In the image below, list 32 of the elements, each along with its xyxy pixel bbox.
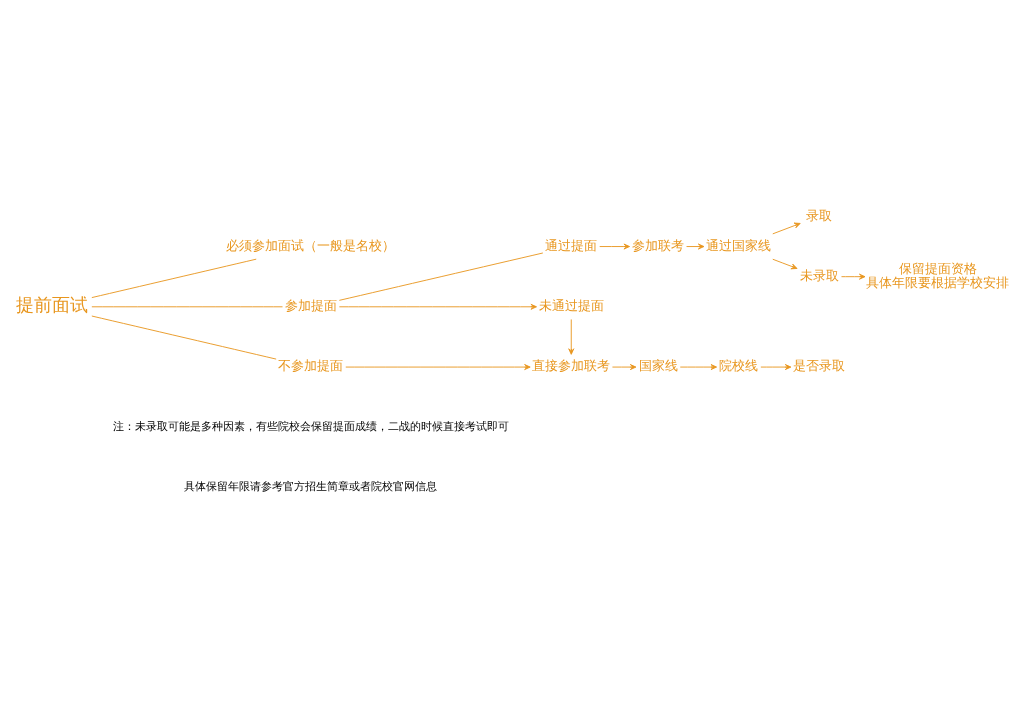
arrow (612, 364, 637, 371)
arrow (338, 303, 537, 310)
connector (91, 306, 283, 308)
arrow (568, 319, 575, 355)
node-text: 未通过提面 (538, 297, 604, 313)
arrow (760, 364, 792, 371)
label: 注：未录取可能是多种因素，有些院校会保留提面成绩，二战的时候直接考试即可 (112, 419, 509, 433)
node-text: 是否录取 (793, 358, 846, 374)
connector (91, 315, 277, 360)
node-text: 保留提面资格 具体年限要根据学校安排 (866, 260, 1010, 290)
node-text: 通过国家线 (706, 237, 772, 253)
arrow (772, 258, 798, 270)
arrow (772, 222, 801, 235)
node-text: 院校线 (719, 358, 759, 374)
connector (91, 258, 257, 299)
node-text: 未录取 (799, 267, 839, 283)
node-text: 必须参加面试（一般是名校） (226, 237, 396, 253)
node-text: 录取 (806, 207, 833, 223)
arrow (599, 243, 630, 250)
node-text: 通过提面 (545, 237, 598, 253)
node-text: 国家线 (638, 358, 678, 374)
arrow (345, 364, 531, 371)
node-text: 不参加提面 (278, 358, 344, 374)
node-text: 参加提面 (284, 297, 337, 313)
node-text: 提前面试 (15, 294, 88, 316)
label: 具体保留年限请参考官方招生简章或者院校官网信息 (184, 480, 438, 494)
arrow (686, 243, 705, 250)
node-text: 参加联考 (632, 237, 685, 253)
node-text: 直接参加联考 (532, 358, 611, 374)
connector (338, 252, 544, 301)
arrow (841, 273, 866, 280)
arrow (679, 364, 718, 371)
